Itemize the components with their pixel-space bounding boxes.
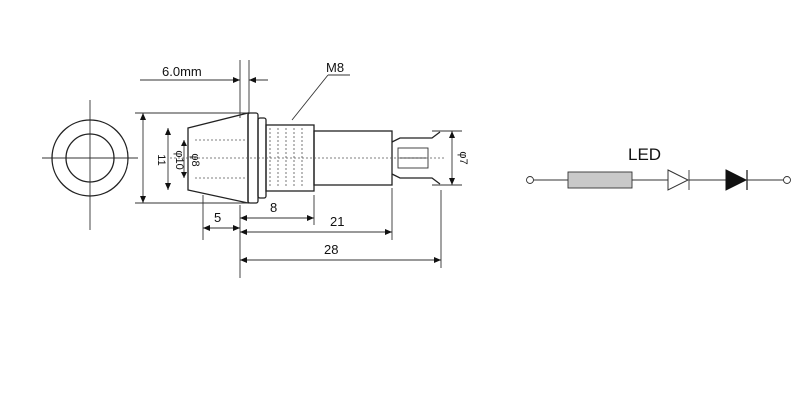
terminal-right-icon bbox=[783, 176, 791, 184]
led-label: LED bbox=[628, 145, 661, 164]
dimensions: 6.0mm M8 11 φ10 φ8 φ7 bbox=[135, 60, 469, 278]
dim-phi10: φ10 bbox=[173, 150, 185, 169]
dim-8: 8 bbox=[270, 200, 277, 215]
side-view bbox=[170, 112, 445, 204]
dim-28: 28 bbox=[324, 242, 338, 257]
diode-hollow-icon bbox=[667, 169, 690, 191]
dim-phi7: φ7 bbox=[457, 151, 469, 164]
front-view bbox=[42, 100, 138, 230]
terminal-left-icon bbox=[526, 176, 534, 184]
dim-11: 11 bbox=[155, 154, 167, 165]
diode-filled-icon bbox=[725, 169, 748, 191]
resistor-icon bbox=[567, 171, 633, 189]
dim-21: 21 bbox=[330, 214, 344, 229]
dim-5: 5 bbox=[214, 210, 221, 225]
dim-6mm: 6.0mm bbox=[162, 64, 202, 79]
dim-phi8: φ8 bbox=[189, 153, 201, 166]
led-schematic: LED bbox=[526, 145, 791, 191]
dim-thread: M8 bbox=[326, 60, 344, 75]
